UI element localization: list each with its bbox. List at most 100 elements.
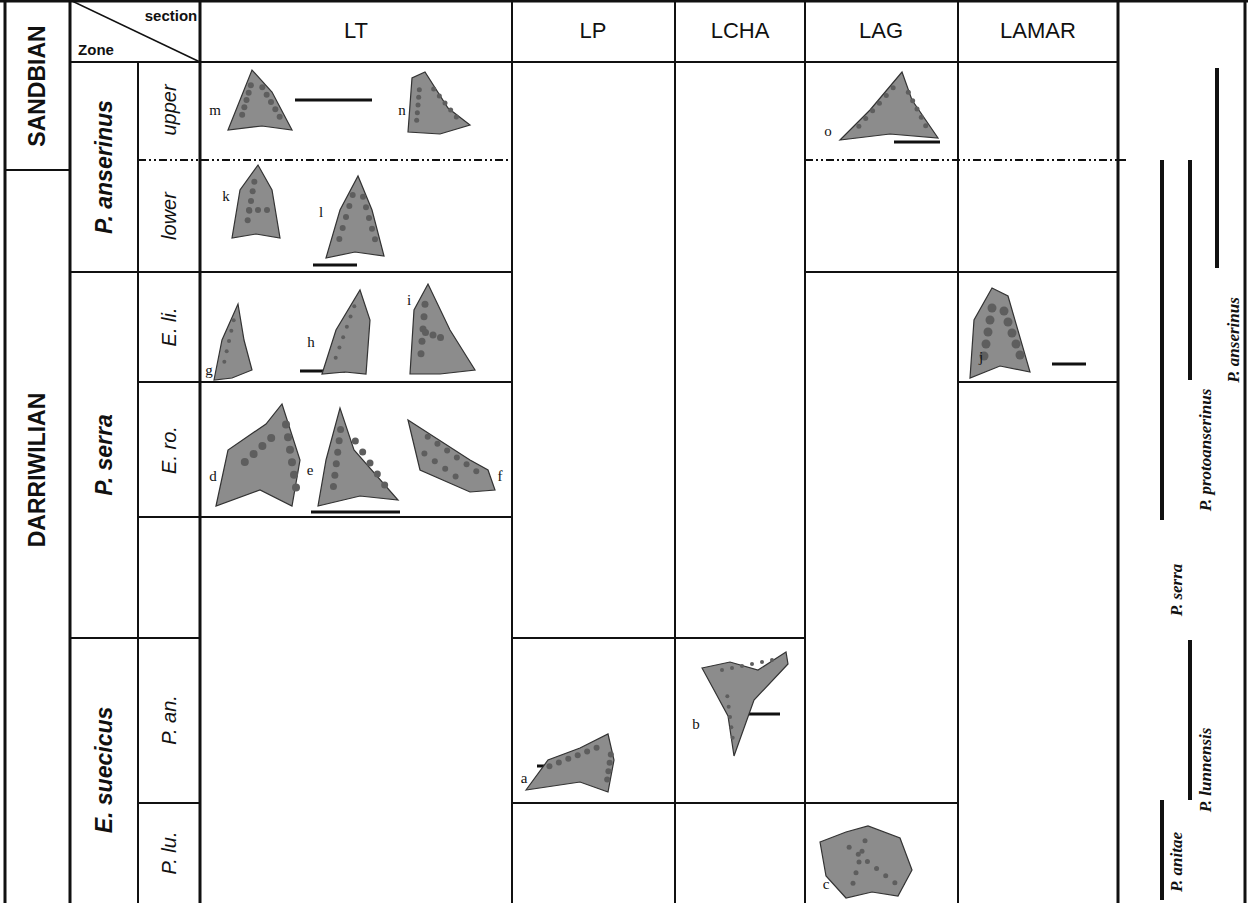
denticle-dot: [556, 760, 562, 766]
denticle-dot: [255, 207, 261, 213]
denticle-dot: [417, 87, 422, 92]
denticle-dot: [860, 849, 865, 854]
section-header: LAMAR: [1000, 20, 1076, 42]
denticle-dot: [337, 345, 341, 349]
conodont-element: [820, 826, 912, 898]
zone-name: E. suecicus: [93, 707, 116, 834]
denticle-dot: [740, 664, 744, 668]
grid-line: [958, 381, 1118, 383]
figure-letter: a: [521, 771, 528, 786]
grid-line: [70, 271, 512, 273]
denticle-dot: [416, 95, 421, 100]
conodont-element: [214, 304, 252, 380]
denticle-dot: [422, 301, 429, 308]
grid-line: [0, 0, 1248, 3]
grid-line: [511, 0, 513, 903]
element-outline: [216, 404, 300, 506]
element-outline: [408, 420, 495, 492]
denticle-dot: [225, 349, 229, 353]
element-outline: [526, 734, 614, 792]
zone-name: P. anserinus: [93, 100, 116, 234]
denticle-dot: [986, 316, 995, 325]
conodont-element: [408, 72, 470, 134]
grid-line: [5, 169, 70, 171]
stage-name: SANDBIAN: [26, 25, 49, 146]
denticle-dot: [259, 84, 265, 90]
denticle-dot: [419, 338, 426, 345]
denticle-dot: [720, 668, 724, 672]
scale-bar: [894, 141, 940, 144]
denticle-dot: [372, 236, 378, 242]
denticle-dot: [414, 118, 419, 123]
range-bar: [1188, 160, 1192, 380]
grid-line: [138, 381, 512, 383]
scale-bar: [295, 99, 372, 102]
denticle-dot: [731, 736, 735, 740]
denticle-dot: [350, 192, 356, 198]
conodont-element: [228, 70, 292, 130]
figure-letter: d: [209, 469, 217, 484]
denticle-dot: [352, 438, 359, 445]
denticle-dot: [245, 217, 251, 223]
stage-name: DARRIWILIAN: [26, 393, 49, 548]
denticle-dot: [345, 325, 349, 329]
boundary-dashed: [1118, 159, 1126, 161]
figure-letter: i: [407, 293, 411, 308]
section-header: LT: [344, 20, 368, 42]
denticle-dot: [421, 313, 428, 320]
denticle-dot: [346, 203, 352, 209]
denticle-dot: [250, 450, 258, 458]
zone-name: P. serra: [93, 414, 116, 495]
denticle-dot: [915, 107, 920, 112]
denticle-dot: [605, 768, 611, 774]
denticle-dot: [336, 236, 342, 242]
conodont-element: [322, 290, 370, 374]
conodont-element: [326, 176, 384, 258]
denticle-dot: [575, 752, 581, 758]
grid-line: [138, 516, 512, 518]
denticle-dot: [863, 838, 868, 843]
element-outline: [408, 72, 470, 134]
denticle-dot: [421, 451, 427, 457]
subzone-name: P. lu.: [159, 832, 179, 875]
denticle-dot: [856, 124, 861, 129]
element-outline: [214, 304, 252, 380]
denticle-dot: [870, 108, 875, 113]
figure-letter: g: [205, 363, 213, 378]
denticle-dot: [246, 90, 252, 96]
element-outline: [410, 284, 475, 374]
denticle-dot: [1016, 351, 1025, 360]
denticle-dot: [352, 304, 356, 308]
conodont-element: [410, 284, 475, 374]
figure-letter: h: [307, 335, 315, 350]
denticle-dot: [248, 82, 254, 88]
scale-bar: [313, 264, 357, 267]
denticle-dot: [251, 179, 257, 185]
conodont-element: [840, 72, 938, 140]
range-label: P. anitae: [1168, 832, 1185, 892]
denticle-dot: [340, 225, 346, 231]
denticle-dot: [443, 101, 448, 106]
denticle-dot: [331, 472, 338, 479]
grid-line: [957, 0, 959, 903]
section-header: LP: [580, 20, 607, 42]
denticle-dot: [333, 460, 340, 467]
denticle-dot: [288, 458, 296, 466]
denticle-dot: [865, 859, 870, 864]
denticle-dot: [341, 335, 345, 339]
denticle-dot: [608, 751, 614, 757]
grid-line: [70, 61, 1118, 63]
denticle-dot: [1004, 318, 1013, 327]
denticle-dot: [267, 434, 275, 442]
figure-letter: j: [979, 350, 983, 365]
denticle-dot: [432, 458, 438, 464]
corner-label: Zone: [78, 42, 114, 57]
grid-line: [4, 0, 7, 903]
denticle-dot: [725, 694, 729, 698]
denticle-dot: [874, 866, 879, 871]
subzone-name: lower: [159, 192, 179, 240]
figure-letter: m: [209, 103, 221, 118]
denticle-dot: [374, 471, 381, 478]
